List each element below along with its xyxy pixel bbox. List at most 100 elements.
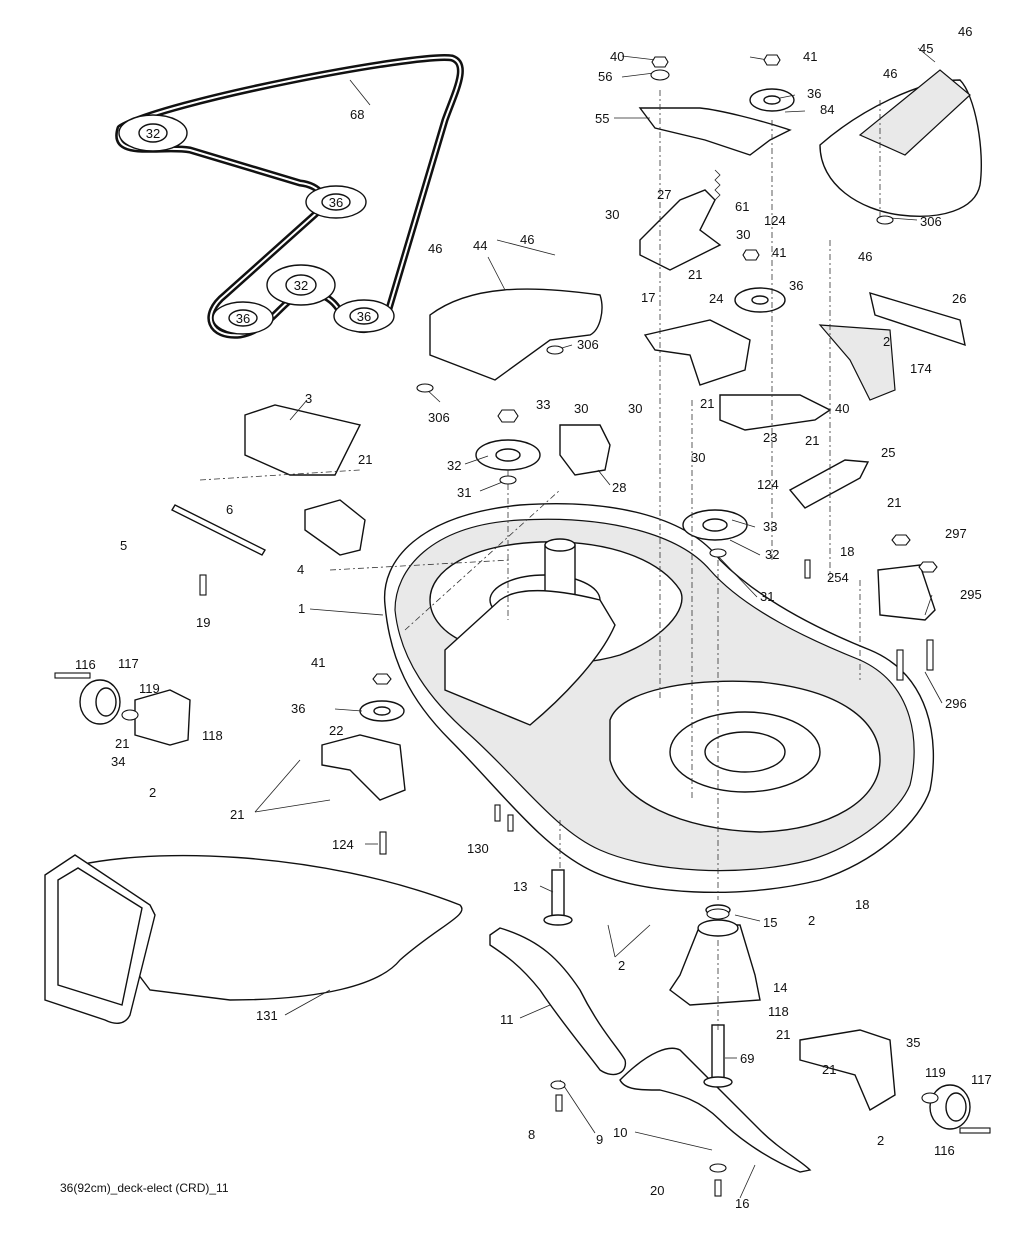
belt-shield-45	[819, 69, 982, 217]
callout-13: 13	[513, 879, 527, 894]
callout-28: 28	[612, 480, 626, 495]
blade-16	[619, 1047, 812, 1173]
callout-297: 297	[945, 526, 967, 541]
callout-40: 40	[835, 401, 849, 416]
callout-30: 30	[736, 227, 750, 242]
belt-shield-44	[429, 288, 603, 381]
pulley-label: 32	[146, 126, 160, 141]
callout-130: 130	[467, 841, 489, 856]
callout-18: 18	[855, 897, 869, 912]
callout-2: 2	[808, 913, 815, 928]
callout-117: 117	[971, 1072, 992, 1087]
belt-pulley-2: 36	[305, 185, 367, 219]
callout-69: 69	[740, 1051, 754, 1066]
gauge-wheel-117-left	[79, 679, 121, 725]
pulley-36-top	[749, 88, 795, 112]
callout-17: 17	[641, 290, 655, 305]
callout-174: 174	[910, 361, 932, 376]
pulley-32-left	[475, 439, 541, 471]
callout-1: 1	[298, 601, 305, 616]
belt-pulley-3: 32	[266, 264, 336, 306]
callout-24: 24	[709, 291, 723, 306]
rod-6	[171, 504, 266, 556]
discharge-ramp	[444, 589, 616, 726]
blade-11	[489, 927, 627, 1076]
callout-6: 6	[226, 502, 233, 517]
callout-21: 21	[822, 1062, 836, 1077]
callout-306: 306	[428, 410, 450, 425]
bolt-124-left	[379, 831, 387, 855]
callout-254: 254	[827, 570, 849, 585]
callout-46: 46	[958, 24, 972, 39]
callout-36: 36	[807, 86, 821, 101]
washer-31-b	[709, 548, 727, 558]
callout-2: 2	[877, 1133, 884, 1148]
nut-41-left	[372, 673, 392, 685]
callout-21: 21	[115, 736, 129, 751]
callout-32: 32	[447, 458, 461, 473]
callout-40: 40	[610, 49, 624, 64]
callout-21: 21	[688, 267, 702, 282]
callout-117: 117	[118, 656, 139, 671]
nut-41-mid	[742, 249, 760, 261]
pulley-36-upper-right	[734, 287, 786, 313]
callout-3: 3	[305, 391, 312, 406]
callout-33: 33	[763, 519, 777, 534]
callout-306: 306	[577, 337, 599, 352]
callout-21: 21	[230, 807, 244, 822]
callout-34: 34	[111, 754, 125, 769]
belt-pulley-1: 32	[118, 114, 188, 152]
spindle-69	[703, 1024, 733, 1088]
pulley-32-right	[682, 509, 748, 541]
bracket-27	[639, 189, 722, 271]
spacer-297-b	[918, 561, 938, 573]
bolt-20	[714, 1179, 722, 1197]
callout-68: 68	[350, 107, 364, 122]
washer-306-b	[416, 383, 434, 393]
callout-21: 21	[805, 433, 819, 448]
callout-31: 31	[760, 589, 774, 604]
bolt-19	[199, 574, 207, 596]
bracket-25	[788, 459, 870, 509]
callout-11: 11	[500, 1012, 514, 1027]
pulley-36-left	[359, 700, 405, 722]
spindle-housing-14	[669, 904, 761, 1006]
bolt-8	[555, 1094, 563, 1112]
callout-10: 10	[613, 1125, 627, 1140]
callout-56: 56	[598, 69, 612, 84]
callout-296: 296	[945, 696, 967, 711]
bolt-116-left	[54, 672, 91, 679]
callout-4: 4	[297, 562, 304, 577]
washer-56	[650, 69, 670, 81]
belt-pulley-5: 36	[333, 299, 395, 333]
pulley-label: 36	[329, 195, 343, 210]
callout-124: 124	[764, 213, 786, 228]
alignment-lines	[199, 90, 881, 1030]
callout-61: 61	[735, 199, 749, 214]
callout-124: 124	[332, 837, 354, 852]
callout-41: 41	[311, 655, 325, 670]
bracket-4	[304, 499, 366, 556]
diagram-caption: 36(92cm)_deck-elect (CRD)_11	[60, 1181, 229, 1195]
callout-15: 15	[763, 915, 777, 930]
callout-41: 41	[772, 245, 786, 260]
bracket-26	[869, 291, 966, 347]
callout-44: 44	[473, 238, 487, 253]
belt-drive-group: 32 36 32 36 36	[115, 54, 464, 339]
nut-40-top	[651, 56, 669, 68]
callout-22: 22	[329, 723, 343, 738]
spacer-297-a	[891, 534, 911, 546]
callout-30: 30	[628, 401, 642, 416]
callout-30: 30	[691, 450, 705, 465]
callout-32: 32	[765, 547, 779, 562]
washer-306-c	[876, 215, 894, 225]
pulley-label: 36	[357, 309, 371, 324]
callout-labels: 68 40 56 41 36 84 55 46 45 46 124 306 27…	[75, 24, 992, 1211]
callout-20: 20	[650, 1183, 664, 1198]
callout-116: 116	[934, 1143, 955, 1158]
washer-119-right	[921, 1092, 939, 1104]
nut-33-a	[497, 409, 519, 423]
callout-14: 14	[773, 980, 787, 995]
callout-45: 45	[919, 41, 933, 56]
mower-deck-housing	[383, 503, 935, 894]
